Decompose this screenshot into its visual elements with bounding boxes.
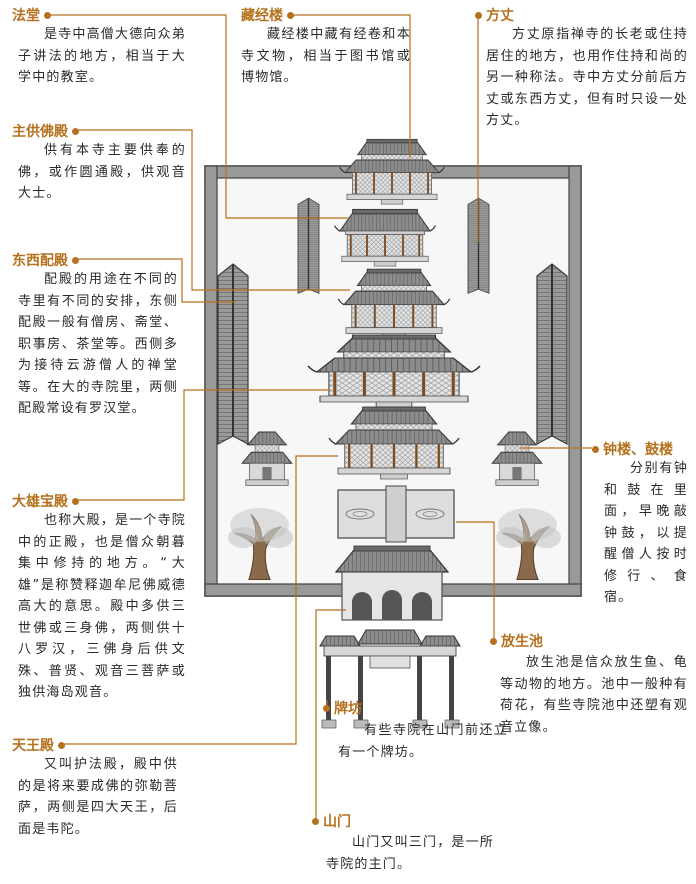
fangsheng-title: 放生池: [501, 634, 543, 650]
line-shanmen: [315, 609, 346, 818]
zhugong-dot: [72, 127, 79, 135]
paifang-desc: 有些寺院在山门前还立有一个牌坊。: [338, 723, 508, 760]
fangzhang-dot: [475, 11, 482, 19]
peidian-dot: [72, 256, 79, 264]
tianwang-dot: [58, 741, 65, 749]
label-paifang: 牌坊: [323, 698, 362, 718]
fangzhang-desc: 方丈原指禅寺的长老或住持居住的地方，也用作住持和尚的另一种称法。寺中方丈分前后方…: [486, 27, 688, 128]
line-fatang: [50, 14, 348, 219]
tianwang-title: 天王殿: [12, 738, 54, 754]
fangsheng-desc: 放生池是信众放生鱼、龟等动物的地方。池中一般种有荷花，有些寺院池中还塑有观音立像…: [500, 655, 688, 735]
line-tianwang: [60, 455, 338, 745]
label-cangjinglou: 藏经楼: [241, 5, 294, 25]
line-zhugong: [78, 129, 350, 291]
line-daxiong: [73, 389, 330, 501]
fangzhang-title: 方丈: [486, 8, 514, 24]
fangsheng-dot: [490, 637, 497, 645]
fatang-desc: 是寺中高僧大德向众弟子讲法的地方，相当于大学中的教室。: [18, 27, 187, 85]
label-zhonglougulou: 钟楼、鼓楼: [592, 439, 673, 459]
label-fangshengchi: 放生池: [490, 631, 543, 651]
daxiong-desc: 也称大殿，是一个寺院中的正殿，也是僧众朝暮集中修持的地方。“大雄”是称赞释迦牟尼…: [18, 513, 187, 700]
peidian-desc: 配殿的用途在不同的寺里有不同的安排，东侧配殿一般有僧房、斋堂、职事房、茶堂等。西…: [18, 272, 178, 416]
line-peidian: [78, 258, 236, 303]
label-tianwangdian: 天王殿: [12, 735, 65, 755]
shanmen-title: 山门: [323, 814, 351, 830]
zhonglou-title: 钟楼、鼓楼: [603, 442, 673, 458]
tianwang-desc: 又叫护法殿，殿中供的是将来要成佛的弥勒菩萨，两侧是四大天王，后面是韦陀。: [18, 757, 178, 837]
daxiong-title: 大雄宝殿: [12, 494, 68, 510]
label-fatang: 法堂: [12, 5, 51, 25]
shanmen-desc: 山门又叫三门，是一所寺院的主门。: [326, 835, 495, 872]
zhugong-desc: 供有本寺主要供奉的佛，或作圆通殿，供观音大士。: [18, 143, 186, 201]
cangjinglou-title: 藏经楼: [241, 8, 283, 24]
zhugong-title: 主供佛殿: [12, 124, 68, 140]
label-dongxipeidian: 东西配殿: [12, 250, 79, 270]
paifang-dot: [323, 704, 330, 712]
cangjinglou-dot: [287, 11, 294, 19]
cangjinglou-desc: 藏经楼中藏有经卷和本寺文物，相当于图书馆或博物馆。: [241, 27, 411, 85]
fatang-dot: [44, 11, 51, 19]
paifang-title: 牌坊: [334, 701, 362, 717]
fatang-title: 法堂: [12, 8, 40, 24]
label-shanmen: 山门: [312, 811, 351, 831]
daxiong-dot: [72, 497, 79, 505]
zhonglou-desc: 分别有钟和鼓在里面，早晚敲钟鼓，以提醒僧人按时修行、食宿。: [604, 461, 688, 605]
zhonglou-dot: [592, 445, 599, 453]
label-daxiongbaodian: 大雄宝殿: [12, 491, 79, 511]
label-zhugongfodian: 主供佛殿: [12, 121, 79, 141]
peidian-title: 东西配殿: [12, 253, 68, 269]
line-fangsheng: [456, 521, 495, 640]
label-fangzhang: 方丈: [475, 5, 514, 25]
shanmen-dot: [312, 817, 319, 825]
line-cangjinglou: [288, 14, 411, 158]
